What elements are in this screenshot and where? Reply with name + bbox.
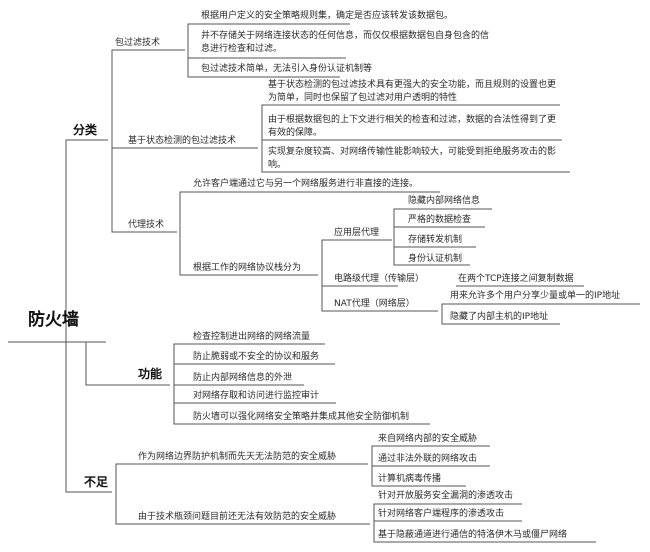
topic-shortcoming: 不足 [84, 475, 109, 489]
boundary-threat-item-3: 计算机病毒传播 [378, 474, 442, 484]
technical-threat-item-1: 针对开放服务安全漏洞的渗透攻击 [378, 491, 514, 501]
circuit-proxy-description: 在两个TCP连接之间复制数据 [458, 274, 574, 284]
app-proxy-item-4: 身份认证机制 [408, 254, 463, 264]
packet-filter-item-2: 并不存储关于网络连接状态的任何信息，而仅仅根据数据包自身包含的信息进行检查和过滤… [201, 31, 490, 54]
nat-proxy-item-2: 隐藏了内部主机的IP地址 [450, 312, 549, 322]
function-item-4: 对网络存取和访问进行监控审计 [193, 391, 320, 401]
topic-packet-filter: 包过滤技术 [115, 38, 161, 48]
stateful-filter-item-3: 实现复杂度较高、对网络传输性能影响较大，可能受到拒绝服务攻击的影响。 [268, 147, 557, 170]
stateful-filter-item-2: 由于根据数据包的上下文进行相关的检查和过滤，数据的合法性得到了更有效的保障。 [268, 115, 557, 138]
topic-function: 功能 [138, 367, 163, 381]
topic-proxy: 代理技术 [128, 220, 165, 230]
root-topic-firewall: 防火墙 [28, 310, 79, 330]
topic-nat-proxy: NAT代理（网络层） [334, 299, 415, 309]
function-item-3: 防止内部网络信息的外泄 [193, 373, 293, 383]
boundary-threat-item-2: 通过非法外联的网络攻击 [378, 454, 478, 464]
function-item-2: 防止脆弱或不安全的协议和服务 [193, 352, 320, 362]
packet-filter-item-1: 根据用户定义的安全策略规则集，确定是否应该转发该数据包。 [201, 11, 454, 21]
function-item-5: 防火墙可以强化网络安全策略并集成其他安全防御机制 [193, 412, 410, 422]
technical-threat-item-2: 针对网络客户端程序的渗透攻击 [378, 509, 505, 519]
function-item-1: 检查控制进出网络的网络流量 [193, 332, 311, 342]
app-proxy-item-2: 严格的数据检查 [408, 215, 472, 225]
topic-circuit-proxy: 电路级代理（传输层） [334, 274, 425, 284]
topic-technical-threats: 由于技术瓶颈问题目前还无法有效防范的安全威胁 [138, 512, 337, 522]
topic-app-proxy: 应用层代理 [334, 228, 380, 238]
technical-threat-item-3: 基于隐蔽通道进行通信的特洛伊木马或僵尸网络 [378, 530, 568, 540]
proxy-description: 允许客户端通过它与另一个网络服务进行非直接的连接。 [193, 179, 419, 189]
app-proxy-item-1: 隐藏内部网络信息 [408, 196, 481, 206]
app-proxy-item-3: 存储转发机制 [408, 235, 463, 245]
nat-proxy-item-1: 用来允许多个用户分享少量或单一的IP地址 [450, 291, 621, 301]
boundary-threat-item-1: 来自网络内部的安全威胁 [378, 434, 478, 444]
stateful-filter-item-1: 基于状态检测的包过滤技术具有更强大的安全功能，而且规则的设置也更为简单，同时也保… [268, 80, 557, 103]
topic-boundary-threats: 作为网络边界防护机制而先天无法防范的安全威胁 [138, 452, 337, 462]
topic-classification: 分类 [73, 123, 98, 137]
topic-stateful-filter: 基于状态检测的包过滤技术 [128, 136, 237, 146]
packet-filter-item-3: 包过滤技术简单，无法引入身份认证机制等 [201, 64, 373, 74]
topic-protocol-layer: 根据工作的网络协议栈分为 [193, 263, 302, 273]
